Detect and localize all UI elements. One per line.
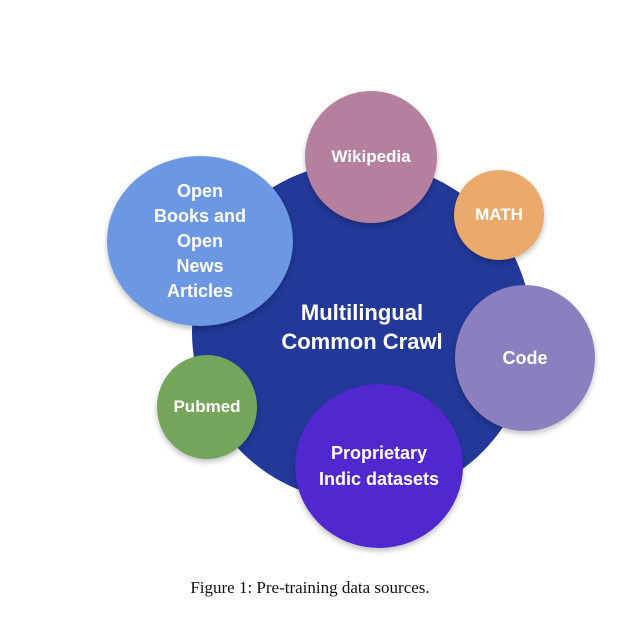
circle-open-books-news: Open Books and Open News Articles xyxy=(107,156,293,326)
circle-proprietary-indic: Proprietary Indic datasets xyxy=(295,384,463,548)
circle-math-label: MATH xyxy=(475,205,523,224)
circle-wikipedia: Wikipedia xyxy=(305,91,437,223)
circle-wikipedia-label: Wikipedia xyxy=(331,147,411,166)
center-circle-label: Multilingual Common Crawl xyxy=(281,300,443,354)
figure-caption: Figure 1: Pre-training data sources. xyxy=(190,578,430,597)
circle-math: MATH xyxy=(454,170,544,260)
circle-open-books-news-label: Open Books and Open News Articles xyxy=(153,180,246,301)
circle-code-label: Code xyxy=(502,347,548,368)
circle-code: Code xyxy=(455,285,595,431)
circle-pubmed: Pubmed xyxy=(157,355,257,459)
circle-pubmed-label: Pubmed xyxy=(173,397,241,416)
circle-proprietary-indic-label: Proprietary Indic datasets xyxy=(318,443,440,489)
